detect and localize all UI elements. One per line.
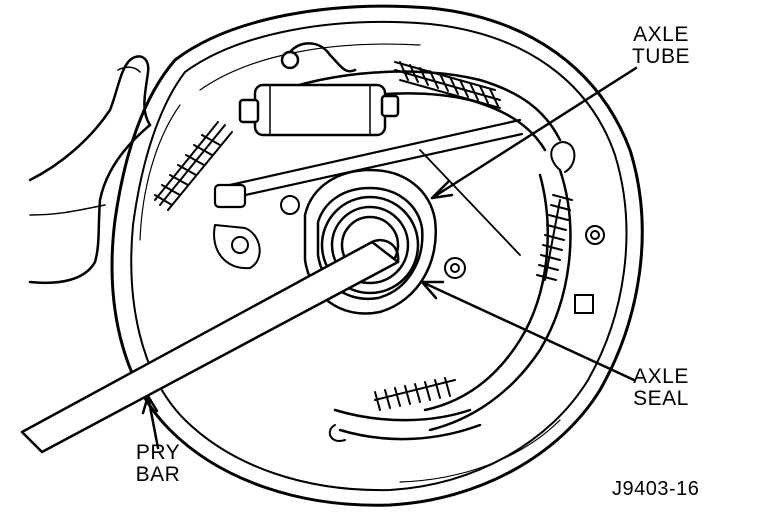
hand-illustration [28,55,152,285]
pry-bar-arrowhead [141,394,159,415]
brake-shoe-lower [328,408,482,442]
hold-down-spring-right [536,141,576,281]
pry-bar-label: PRY BAR [128,442,188,486]
axle-seal-label-line-2: SEAL [633,387,689,410]
return-spring-upper-left [154,121,233,211]
return-spring-upper-right [394,61,501,109]
leader-lines [141,66,638,450]
axle-seal-leader [420,280,636,382]
axle-tube-leader [430,66,638,200]
adjuster-strut [213,118,524,256]
axle-seal-label-line-1: AXLE [633,365,689,388]
pry-bar-label-line-1: PRY [135,441,181,464]
pry-bar-leader [146,394,160,450]
axle-tube-label-line-2: TUBE [631,45,690,68]
axle-seal-label: AXLE SEAL [626,366,696,410]
mounting-bolts [213,195,605,314]
brake-shoe-right [423,168,572,432]
pry-bar [20,238,400,454]
axle-tube-label-line-1: AXLE [633,23,689,46]
axle-tube-arrowhead [430,180,454,200]
axle-tube-label: AXLE TUBE [626,24,696,68]
axle-seal-arrowhead [420,280,445,300]
lower-spring [374,377,456,411]
pry-bar-label-line-2: BAR [135,463,181,486]
wheel-cylinder [238,42,400,137]
figure-id: J9403-16 [612,478,700,500]
